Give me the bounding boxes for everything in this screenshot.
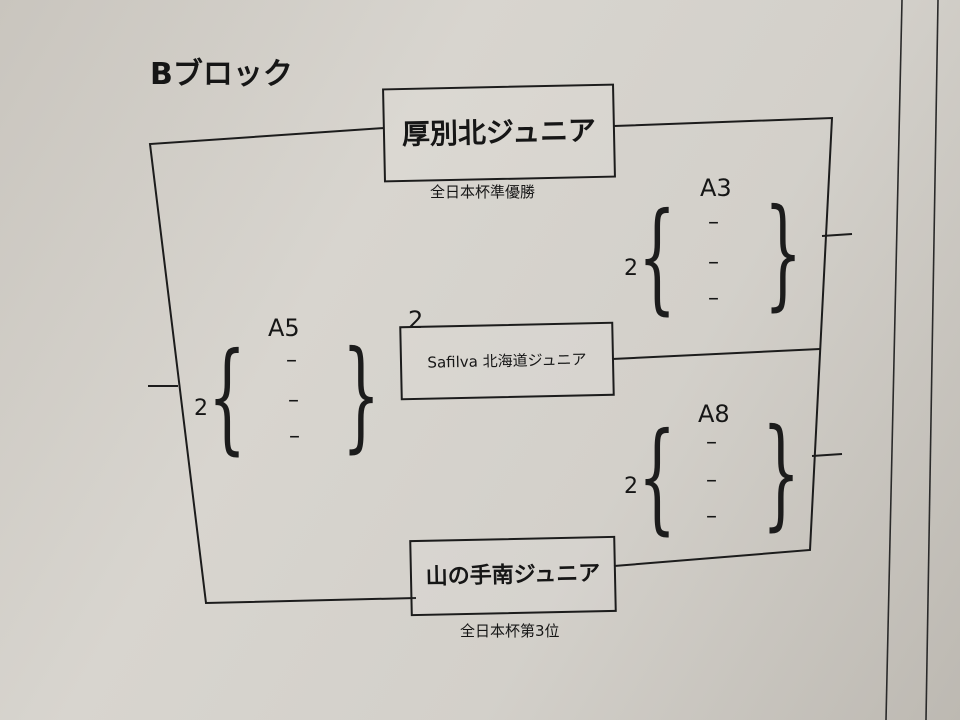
pool-a5-right-brace: } bbox=[342, 326, 381, 465]
seed-marker-middle: 2 bbox=[408, 306, 424, 334]
pool-a3-right-brace: } bbox=[764, 184, 803, 323]
bracket-line-right-stub-lower bbox=[811, 453, 843, 457]
team-name-middle: Safilva 北海道ジュニア bbox=[427, 349, 587, 372]
pool-a3-title: A3 bbox=[700, 174, 732, 202]
pool-a3-slot-2: – bbox=[708, 250, 719, 275]
pool-a8-left-brace: { bbox=[638, 408, 677, 547]
pool-a3-count: 2 bbox=[624, 256, 638, 281]
pool-a8-slot-1: – bbox=[706, 430, 717, 455]
team-box-middle: Safilva 北海道ジュニア bbox=[399, 321, 615, 401]
pool-a5-left-brace: { bbox=[208, 328, 247, 467]
team-note-top: 全日本杯準優勝 bbox=[430, 183, 536, 201]
pool-a8-slot-2: – bbox=[706, 468, 717, 493]
team-box-top: 厚別北ジュニア bbox=[382, 83, 616, 183]
pool-a3-left-brace: { bbox=[638, 188, 677, 327]
team-name-bottom: 山の手南ジュニア bbox=[425, 561, 601, 590]
bracket-line-top-right bbox=[613, 116, 834, 567]
pool-a3-slot-1: – bbox=[708, 210, 719, 235]
pool-a8-slot-3: – bbox=[706, 504, 717, 529]
page-edge-line-2 bbox=[925, 0, 939, 720]
pool-a5-slot-3: – bbox=[289, 424, 300, 449]
page-edge-line-1 bbox=[885, 0, 903, 720]
bracket-line-top-left bbox=[148, 127, 417, 605]
pool-a8-title: A8 bbox=[698, 400, 730, 428]
bracket-line-middle bbox=[611, 348, 821, 360]
team-box-bottom: 山の手南ジュニア bbox=[409, 535, 617, 617]
block-title: Bブロック bbox=[150, 57, 293, 92]
pool-a8-count: 2 bbox=[624, 474, 638, 499]
team-name-top: 厚別北ジュニア bbox=[401, 113, 597, 152]
pool-a5-slot-1: – bbox=[286, 348, 297, 373]
pool-a8-right-brace: } bbox=[762, 404, 801, 543]
bracket-line-right-stub-upper bbox=[821, 233, 853, 237]
pool-a5-slot-2: – bbox=[288, 388, 299, 413]
pool-a5-count: 2 bbox=[194, 396, 208, 421]
pool-a5-title: A5 bbox=[268, 314, 300, 342]
team-note-bottom: 全日本杯第3位 bbox=[460, 622, 560, 640]
pool-a3-slot-3: – bbox=[708, 286, 719, 311]
